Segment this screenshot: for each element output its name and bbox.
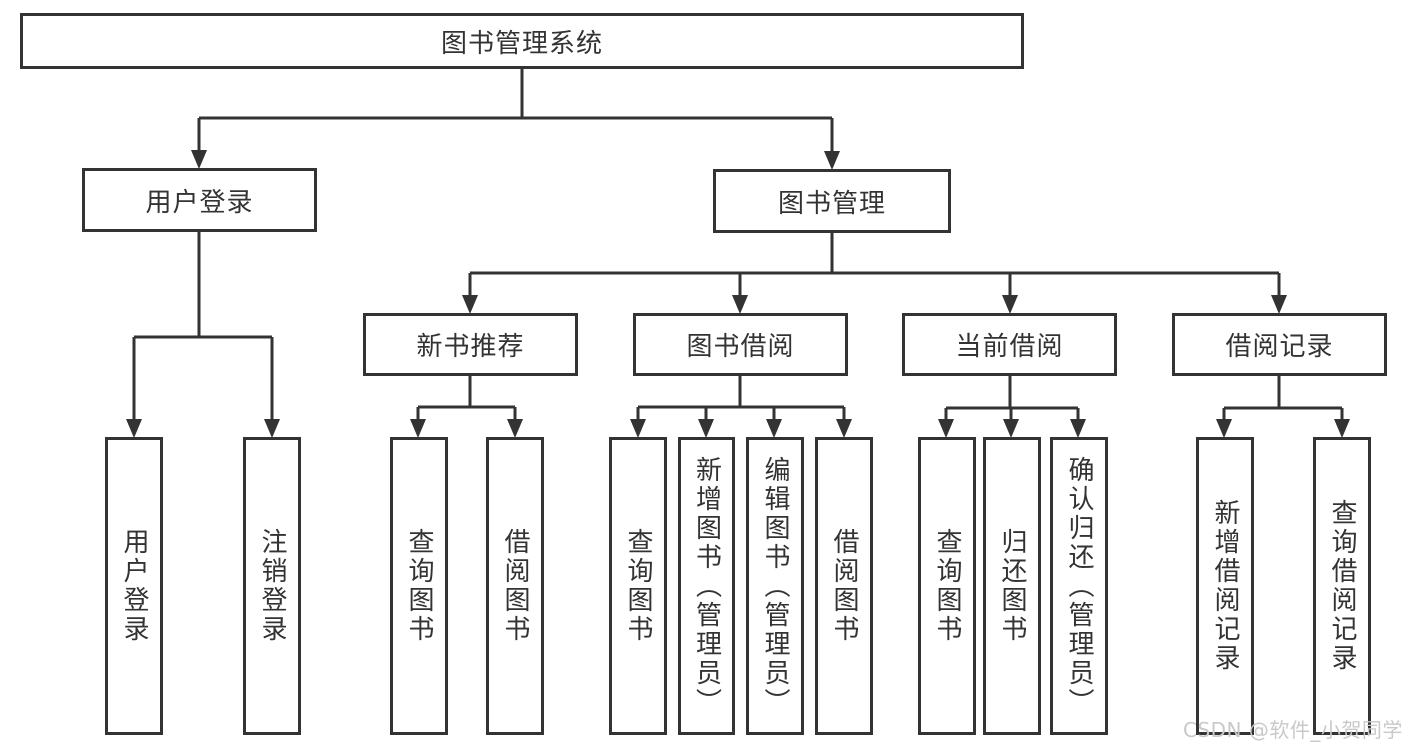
node-root-label: 图书管理系统 <box>440 28 603 59</box>
node-leaf-logout: 注销登录 <box>243 437 301 735</box>
node-book-borrow: 图书借阅 <box>633 313 848 376</box>
node-leaf-query-borrow-record: 查询借阅记录 <box>1313 437 1371 735</box>
connector-user-login-children <box>132 232 274 420</box>
arrowheads-user-login-children <box>126 419 280 438</box>
node-root: 图书管理系统 <box>20 13 1024 69</box>
node-book-management: 图书管理 <box>713 169 951 233</box>
connector-current-children <box>944 376 1080 420</box>
arrowheads-current-children <box>938 419 1086 438</box>
node-leaf-query-books-borrow-label: 查询图书 <box>623 528 653 644</box>
node-current-borrow: 当前借阅 <box>902 313 1117 376</box>
node-user-login-label: 用户登录 <box>145 187 254 218</box>
node-leaf-query-books-borrow: 查询图书 <box>609 437 667 735</box>
node-borrow-records-label: 借阅记录 <box>1225 332 1334 362</box>
node-leaf-query-borrow-record-label: 查询借阅记录 <box>1327 499 1357 673</box>
arrowheads-records-children <box>1216 419 1350 438</box>
node-leaf-borrow-books-recommend-label: 借阅图书 <box>500 528 530 644</box>
connector-borrow-children <box>636 376 846 420</box>
connector-recommend-children <box>416 376 517 420</box>
node-leaf-edit-books-label: 编辑图书（管理员） <box>760 455 790 717</box>
node-leaf-confirm-return-label: 确认归还（管理员） <box>1064 455 1094 717</box>
node-leaf-borrow-books-recommend: 借阅图书 <box>486 437 544 735</box>
node-leaf-add-books: 新增图书（管理员） <box>678 437 735 735</box>
node-book-management-label: 图书管理 <box>777 188 886 219</box>
node-leaf-query-books-current: 查询图书 <box>918 437 976 735</box>
node-new-book-recommend: 新书推荐 <box>363 313 578 376</box>
node-book-borrow-label: 图书借阅 <box>686 332 795 362</box>
node-leaf-borrow-books-borrow-label: 借阅图书 <box>829 528 859 644</box>
node-leaf-user-login: 用户登录 <box>105 437 163 735</box>
arrowheads-management-to-level2 <box>462 295 1287 314</box>
node-leaf-query-books-recommend-label: 查询图书 <box>404 528 434 644</box>
arrowheads-recommend-children <box>410 419 523 438</box>
node-leaf-add-borrow-record-label: 新增借阅记录 <box>1210 499 1240 673</box>
node-leaf-return-books: 归还图书 <box>983 437 1041 735</box>
node-leaf-add-books-label: 新增图书（管理员） <box>691 455 722 717</box>
arrowheads-borrow-children <box>630 419 852 438</box>
watermark-text: CSDN @软件_小贺同学 <box>1183 718 1403 742</box>
node-user-login: 用户登录 <box>82 168 317 232</box>
arrowheads-root-to-level1 <box>191 150 840 170</box>
node-leaf-user-login-label: 用户登录 <box>119 528 149 644</box>
connector-records-children <box>1222 376 1344 420</box>
node-leaf-logout-label: 注销登录 <box>257 528 287 644</box>
node-new-book-recommend-label: 新书推荐 <box>416 332 525 362</box>
node-leaf-edit-books: 编辑图书（管理员） <box>746 437 804 735</box>
connector-management-to-level2 <box>468 233 1281 296</box>
node-leaf-borrow-books-borrow: 借阅图书 <box>815 437 873 735</box>
node-leaf-query-books-recommend: 查询图书 <box>390 437 448 735</box>
node-borrow-records: 借阅记录 <box>1172 313 1387 376</box>
node-leaf-return-books-label: 归还图书 <box>997 528 1027 644</box>
node-leaf-confirm-return: 确认归还（管理员） <box>1050 437 1108 735</box>
node-leaf-add-borrow-record: 新增借阅记录 <box>1196 437 1254 735</box>
connector-root-to-level1 <box>197 69 834 153</box>
node-current-borrow-label: 当前借阅 <box>955 332 1064 362</box>
node-leaf-query-books-current-label: 查询图书 <box>932 528 962 644</box>
